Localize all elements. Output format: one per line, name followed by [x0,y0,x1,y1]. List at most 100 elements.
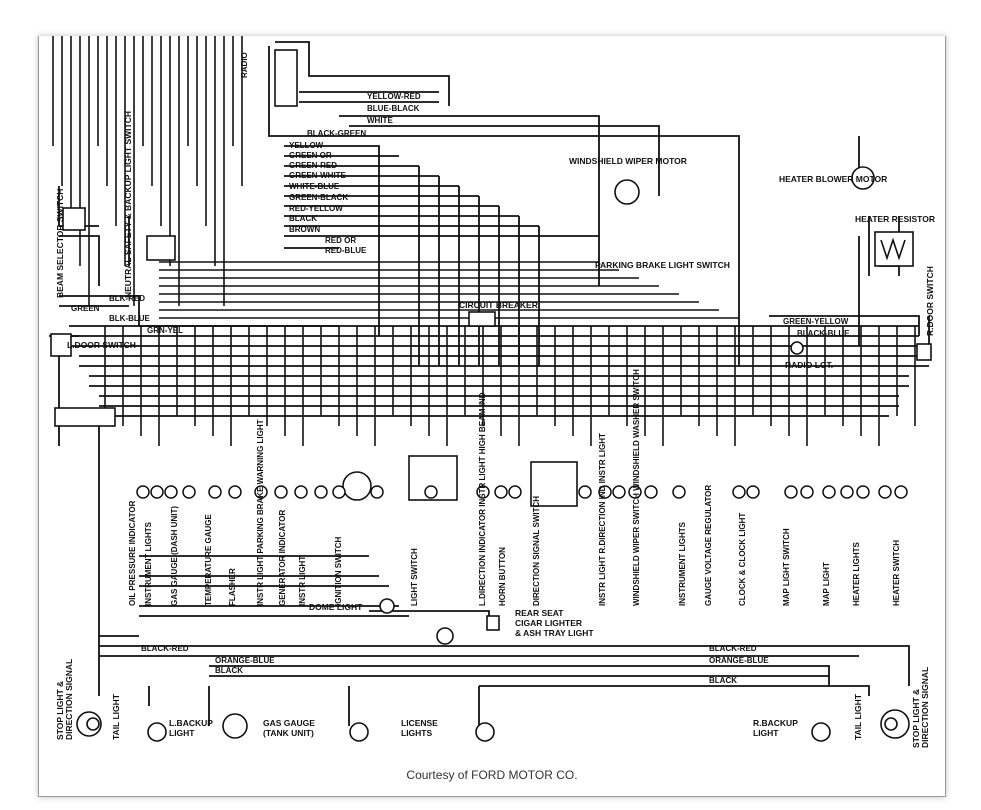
fuse-block-symbol [54,407,116,427]
dome-light-symbol [379,598,395,614]
wire-label-black-blue: BLACK-BLUE [797,329,850,338]
wire-label-white-blue: WHITE-BLUE [289,182,340,191]
dash-socket [314,485,328,499]
dash-socket [508,485,522,499]
dash-instrument-sockets [136,485,908,499]
dash-socket [164,485,178,499]
stop-light-left-label-2: DIRECTION SIGNAL [64,659,74,740]
l-backup-light-label-2: LIGHT [169,728,195,738]
dash-socket [784,485,798,499]
wire-label-blk-red: BLK-RED [109,294,145,303]
wire-label-yellow-red: YELLOW-RED [367,92,421,101]
parking-brake-switch-label: PARKING BRAKE LIGHT SWITCH [595,260,730,270]
dash-socket [628,485,642,499]
dash-socket [800,485,814,499]
dash-socket [644,485,658,499]
dash-label: OIL PRESSURE INDICATOR [128,500,137,606]
wire-label-brown: BROWN [289,225,320,234]
vertical-wire-bundle [52,36,916,446]
dash-socket [228,485,242,499]
wire-label-black-red-lower: BLACK-RED [141,644,189,653]
horizontal-wire-bundle [159,261,739,319]
dash-socket [182,485,196,499]
r-backup-light-label-2: LIGHT [753,728,779,738]
dash-socket [150,485,164,499]
rear-seat-label-3: & ASH TRAY LIGHT [515,628,594,638]
dash-socket [136,485,150,499]
wire-label-green-or: GREEN OR [289,151,332,160]
gas-gauge-tank-label-2: (TANK UNIT) [263,728,314,738]
diagram-frame: YELLOW-RED BLUE-BLACK WHITE BLACK-GREEN … [38,36,946,797]
radio-light-label: RADIO LGT. [785,360,833,370]
dash-socket [732,485,746,499]
direction-switch-symbol [530,461,578,507]
beam-selector-switch-label: BEAM SELECTOR SWITCH [55,189,65,298]
right-backup-light-symbol [811,722,831,742]
wire-label-red-or: RED OR [325,236,356,245]
beam-selector-symbol [62,207,86,231]
tail-light-left-label: TAIL LIGHT [111,693,121,740]
wiring-diagram: YELLOW-RED BLUE-BLACK WHITE BLACK-GREEN … [49,36,935,748]
heater-resistor-label: HEATER RESISTOR [855,214,935,224]
l-door-switch-symbol [50,333,72,357]
wire-label-orange-blue-left: ORANGE-BLUE [215,656,275,665]
wire-label-red-yellow: RED-YELLOW [289,204,343,213]
wire-label-blue-black: BLUE-BLACK [367,104,420,113]
stop-light-right-label-2: DIRECTION SIGNAL [920,667,930,748]
dash-socket [598,485,612,499]
stop-light-right-label: STOP LIGHT & [911,689,921,748]
dash-socket [612,485,626,499]
wire-label-yellow: YELLOW [289,141,324,150]
component-symbols [50,49,932,742]
wire-label-green-white: GREEN-WHITE [289,171,347,180]
gas-gauge-tank-label: GAS GAUGE [263,718,315,728]
dash-label: INSTRUMENT LIGHTS [678,521,687,606]
wire-label-black-left: BLACK [215,666,243,675]
dash-socket [294,485,308,499]
dash-label: L.DIRECTION INDICATOR INSTR LIGHT HIGH B… [478,392,487,606]
dash-label: WINDSHIELD WIPER SWITCH WINDSHIELD WASHE… [632,369,641,606]
dash-socket [494,485,508,499]
license-lights-label-2: LIGHTS [401,728,432,738]
wire-label-black-right: BLACK [709,676,737,685]
license-light-left-symbol [349,722,369,742]
dash-label: FLASHER [228,568,237,606]
r-door-switch-label: R.DOOR SWITCH [925,266,935,336]
circuit-breaker-symbol [468,311,496,327]
ignition-switch-symbol [342,471,372,501]
dash-label: LIGHT SWITCH [410,548,419,606]
l-backup-light-label: L.BACKUP [169,718,213,728]
wire-label-green-yellow: GREEN-YELLOW [783,317,849,326]
left-backup-light-symbol [147,722,167,742]
radio-connector-symbol [274,49,298,107]
gas-gauge-tank-symbol [222,713,248,739]
dash-socket [672,485,686,499]
rear-seat-socket-symbol [486,615,500,631]
dash-label: DIRECTION SIGNAL SWITCH [532,496,541,606]
dash-label: HORN BUTTON [498,547,507,606]
wire-label-blk-blue: BLK-BLUE [109,314,151,323]
wire-label-white: WHITE [367,116,393,125]
dash-label: INSTRUMENT LIGHTS [144,521,153,606]
wire-label-black-red-right: BLACK-RED [709,644,757,653]
dash-socket [370,485,384,499]
tail-light-right-label: TAIL LIGHT [853,693,863,740]
stop-light-left-label: STOP LIGHT & [55,681,65,740]
dash-socket [274,485,288,499]
dash-socket [856,485,870,499]
heater-resistor-symbol [874,231,914,267]
wire-label-black: BLACK [289,214,317,223]
heater-blower-motor-label: HEATER BLOWER MOTOR [779,174,887,184]
license-lights-label: LICENSE [401,718,438,728]
wire-label-green: GREEN [71,304,100,313]
dash-label: MAP LIGHT [822,562,831,606]
left-tail-light-symbol [86,717,100,731]
license-light-right-symbol [475,722,495,742]
dash-label: HEATER LIGHTS [852,541,861,606]
neutral-safety-symbol [146,235,176,261]
dash-socket [578,485,592,499]
right-tail-light-symbol [884,717,898,731]
dash-socket [332,485,346,499]
wire-label-orange-blue-right: ORANGE-BLUE [709,656,769,665]
